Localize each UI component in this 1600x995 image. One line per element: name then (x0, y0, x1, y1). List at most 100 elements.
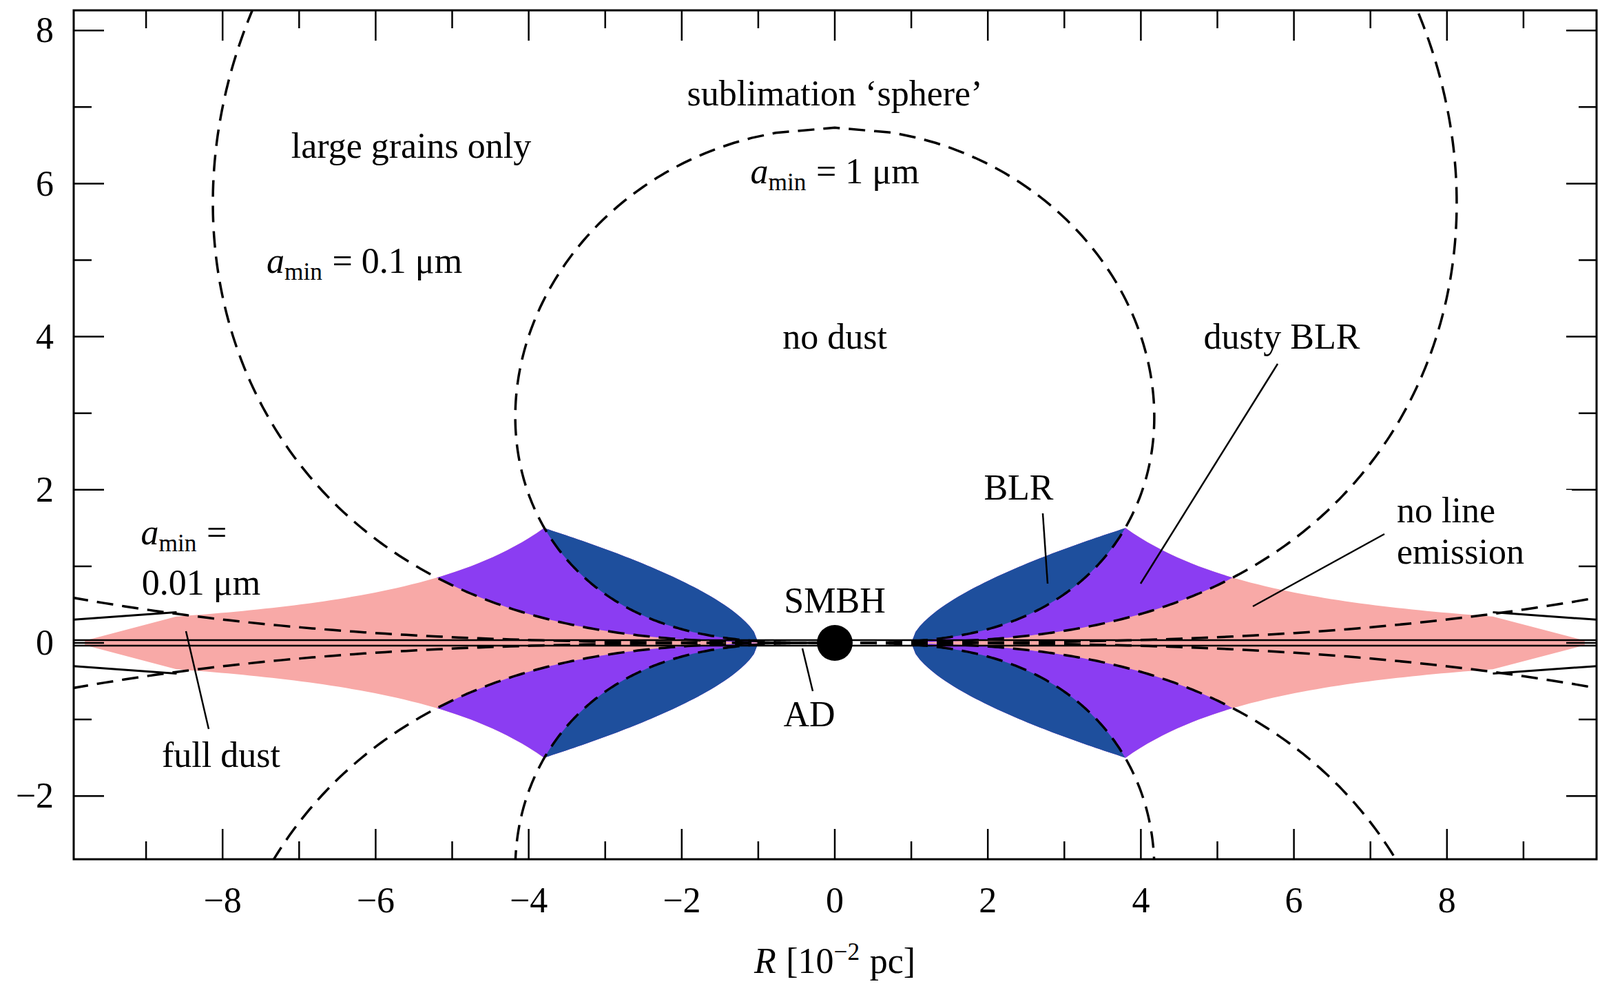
y-tick (1578, 718, 1597, 721)
grain-size-label-text: a (141, 511, 160, 554)
y-tick (73, 29, 105, 32)
sublimation-curve (212, 10, 1457, 859)
y-tick (73, 335, 105, 338)
y-tick (73, 718, 92, 721)
y-tick (73, 258, 92, 262)
x-tick (145, 10, 148, 29)
y-tick (1578, 106, 1597, 109)
grain-size-label: amin= 0.1 μm (263, 240, 465, 282)
x-tick (1446, 828, 1449, 859)
x-tick (374, 10, 377, 41)
tick-label-text: −4 (509, 879, 548, 921)
x-tick (1292, 10, 1295, 41)
tick-label-text: 0 (825, 879, 844, 921)
tick-label: 2 (975, 879, 1000, 921)
x-tick (834, 10, 837, 41)
grain-size-label-text: min (767, 168, 806, 197)
grain-size-label-text: = 0.1 μm (331, 240, 463, 282)
region-label: large grains only (288, 125, 535, 167)
y-tick (73, 489, 105, 492)
region-label: dusty BLR (1201, 316, 1364, 358)
x-tick (757, 840, 760, 859)
axis-label: R[10−2 pc] (751, 940, 919, 982)
full-dust-boundary (1492, 612, 1597, 620)
tick-label-text: 6 (1285, 879, 1304, 921)
x-tick (757, 10, 760, 29)
tick-label-text: 4 (35, 316, 54, 358)
tick-label-text: −2 (662, 879, 701, 921)
region-label: no dust (779, 316, 890, 358)
x-tick (1216, 840, 1219, 859)
region-label-text: dusty BLR (1203, 316, 1361, 358)
axis-label-text: R (754, 940, 777, 982)
y-tick (73, 106, 92, 109)
tick-label: 6 (33, 163, 57, 205)
x-tick (374, 828, 377, 859)
y-tick (73, 182, 105, 185)
tick-marks (73, 10, 1597, 859)
plot-frame (73, 10, 1597, 859)
tick-label-text: −2 (15, 774, 54, 817)
axis-label-text: [10 (785, 940, 834, 982)
region-label: full dust (159, 734, 284, 776)
x-tick (910, 10, 913, 29)
grain-size-label-text: = (206, 511, 227, 554)
x-tick (681, 828, 684, 859)
region-label-text: no line emission (1396, 490, 1525, 571)
tick-label-text: −8 (203, 879, 242, 921)
x-tick (1139, 10, 1142, 41)
tick-label: 2 (33, 469, 57, 511)
blr-region (515, 127, 1155, 859)
tick-label: 6 (1282, 879, 1306, 921)
tick-label-text: 8 (35, 9, 54, 51)
x-tick (1369, 10, 1372, 29)
tick-label: −8 (201, 879, 245, 921)
y-tick (1566, 794, 1597, 797)
dusty-blr-region (212, 10, 1457, 859)
tick-label: 0 (823, 879, 847, 921)
tick-label: 0 (33, 621, 57, 664)
x-tick (986, 10, 990, 41)
tick-label: −2 (659, 879, 704, 921)
x-tick (986, 828, 990, 859)
axis-label-text: pc] (869, 940, 916, 982)
axis-label-text: −2 (834, 937, 861, 966)
x-tick (834, 828, 837, 859)
y-tick (1566, 29, 1597, 32)
region-label: no line emission (1394, 489, 1572, 573)
grain-size-label: amin= (138, 511, 231, 554)
x-tick (527, 828, 530, 859)
tick-label: 4 (33, 316, 57, 358)
x-tick (221, 10, 224, 41)
x-tick (298, 10, 301, 29)
x-tick (221, 828, 224, 859)
x-tick (604, 840, 607, 859)
tick-label-text: 2 (35, 469, 54, 511)
x-tick (681, 10, 684, 41)
y-tick (1578, 565, 1597, 568)
grain-size-label-text: a (266, 240, 285, 282)
y-tick (73, 565, 92, 568)
x-tick (1292, 828, 1295, 859)
tick-label-text: 0 (35, 621, 54, 664)
y-tick (1566, 182, 1597, 185)
x-tick (1369, 840, 1372, 859)
grain-size-label: 0.01 μm (139, 562, 264, 604)
region-label-text: full dust (161, 734, 281, 776)
region-label-text: large grains only (291, 125, 532, 167)
full-dust-boundary (73, 612, 178, 620)
x-tick (604, 10, 607, 29)
y-tick (73, 641, 105, 644)
tick-label: 8 (33, 9, 57, 51)
sphere-label-text: sublimation ‘sphere’ (687, 73, 983, 115)
grain-size-label-text: min (159, 528, 197, 558)
smbh-label: SMBH (781, 579, 888, 622)
region-label-text: BLR (983, 466, 1054, 509)
sphere-label: sublimation ‘sphere’ (684, 73, 986, 115)
tick-label: −2 (13, 774, 57, 817)
region-label: BLR (980, 466, 1056, 509)
y-tick (1578, 258, 1597, 262)
grain-size-label-text: = 1 μm (816, 150, 920, 193)
grain-size-label-text: min (284, 257, 323, 286)
x-tick (1216, 10, 1219, 29)
